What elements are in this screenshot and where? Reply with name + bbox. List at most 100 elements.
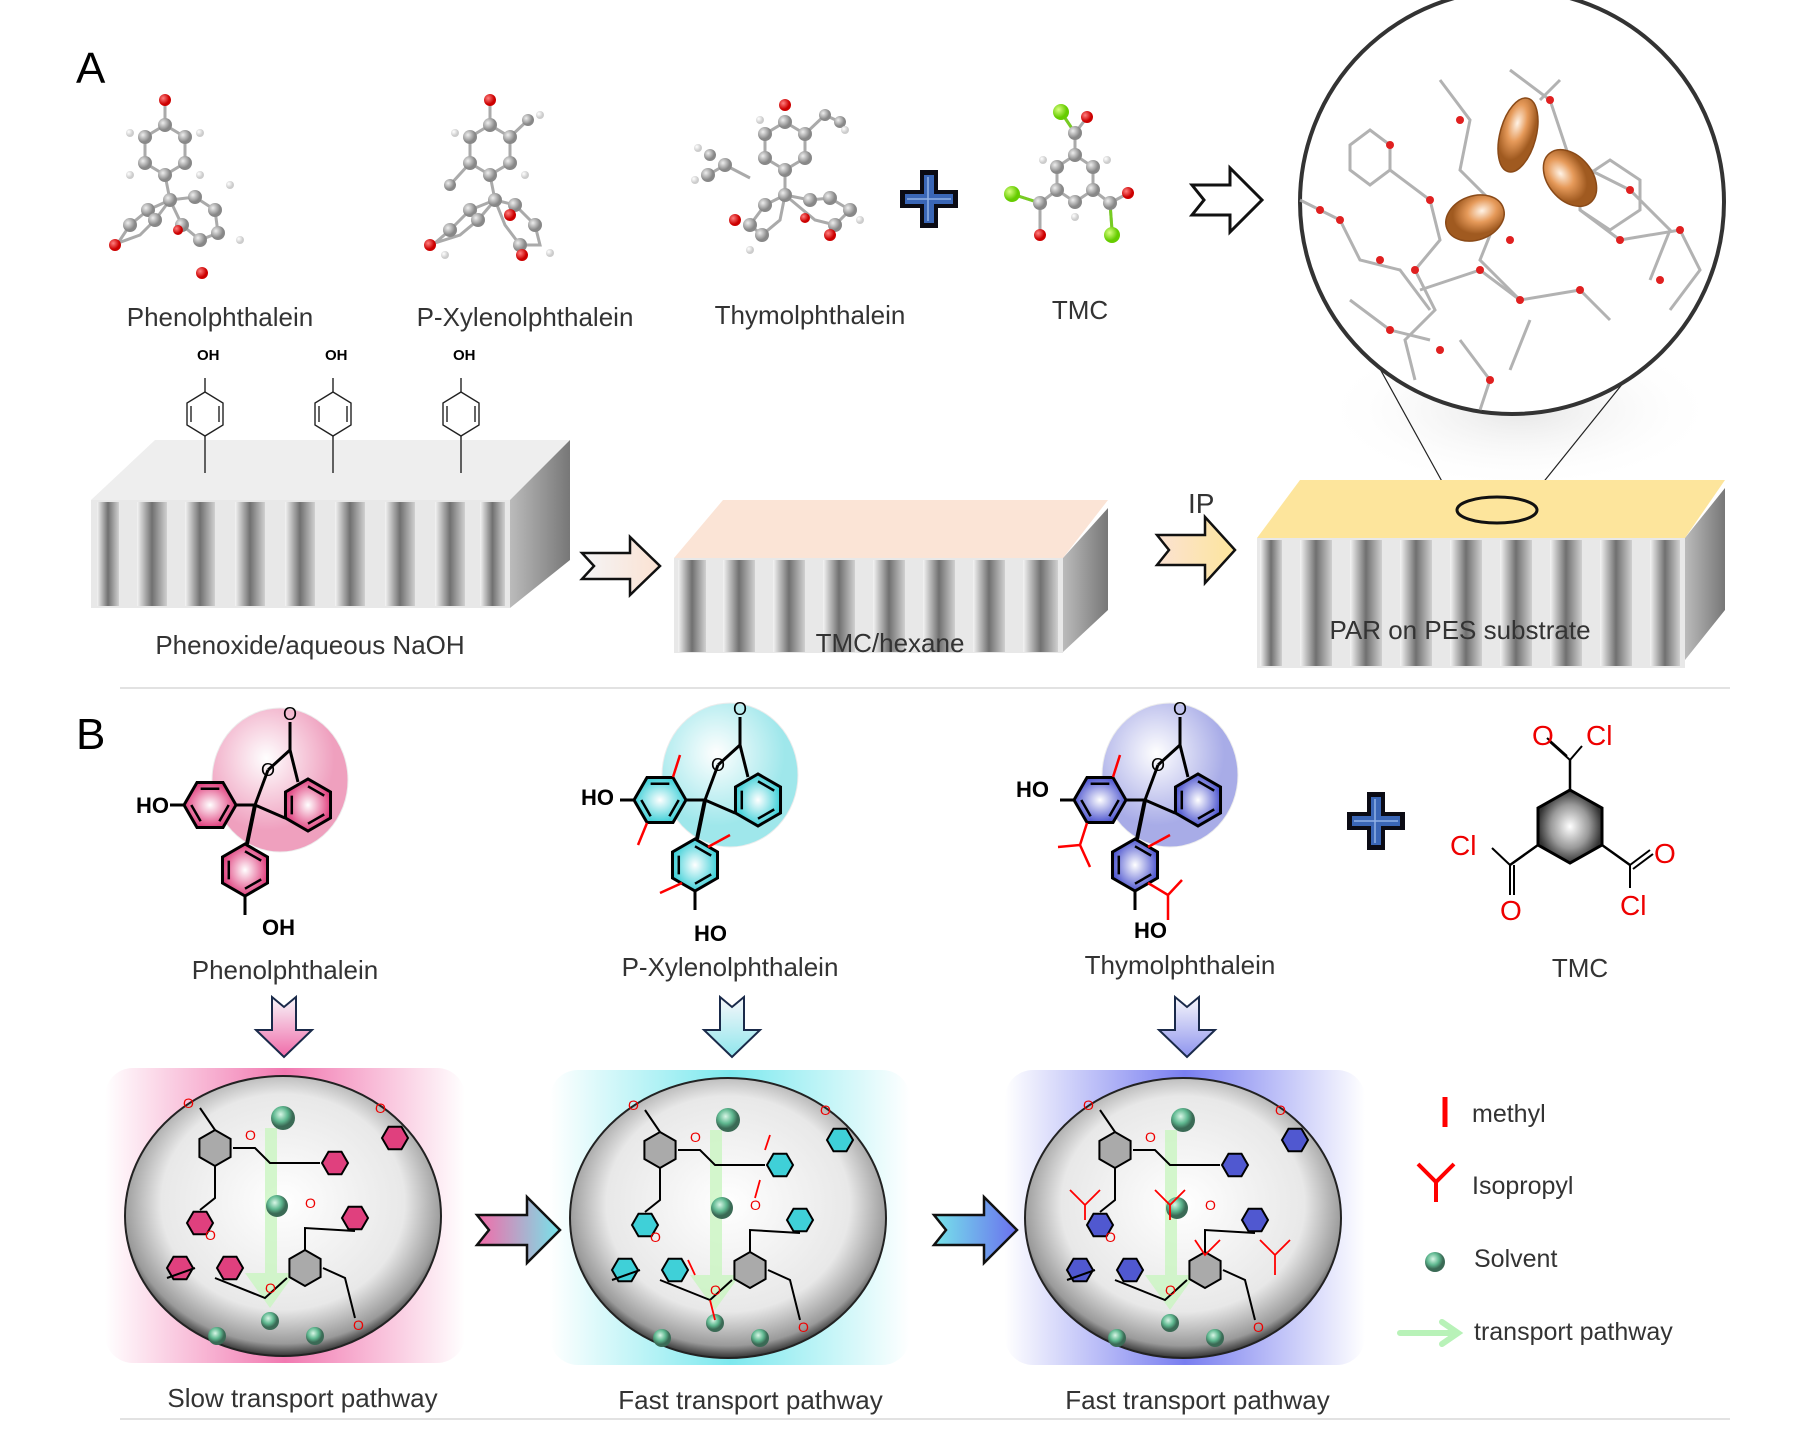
tmc-o-label: O <box>1500 895 1522 926</box>
substrate-label-phenoxide: Phenoxide/aqueous NaOH <box>155 630 465 660</box>
solvent-sphere <box>706 1314 724 1332</box>
phthalein-ring <box>785 1207 815 1233</box>
phthalein-ring <box>185 1210 215 1236</box>
legend-label-isopropyl: Isopropyl <box>1472 1172 1574 1200</box>
solvent-sphere <box>653 1329 671 1347</box>
lactone-o: O <box>261 760 275 780</box>
phthalein-ring <box>1115 1257 1145 1283</box>
phenolphthalein-3d-model <box>109 94 244 279</box>
substrate-label-tmc-hexane: TMC/hexane <box>815 628 965 658</box>
svg-text:O: O <box>628 1097 639 1113</box>
process-arrow-ip <box>1154 513 1237 587</box>
legend-label-transport: transport pathway <box>1474 1318 1673 1346</box>
comparison-arrow-1 <box>474 1193 562 1267</box>
methyl-group <box>671 754 682 778</box>
tmc-o-label: O <box>1532 720 1554 751</box>
methyl-group <box>1111 754 1122 778</box>
tmc-ring <box>288 1248 322 1288</box>
phthalein-ring <box>610 1257 640 1283</box>
highlight-circle <box>661 702 799 848</box>
monomer-label-p-xylenolphthalein: P-Xylenolphthalein <box>621 952 839 982</box>
svg-text:O: O <box>1145 1129 1156 1145</box>
down-arrow-shape <box>253 994 315 1059</box>
phenol-oh-label: OH <box>453 347 476 364</box>
isopropyl-group <box>1057 822 1092 868</box>
monomer-label-phenolphthalein: Phenolphthalein <box>191 955 379 985</box>
tmc-ring <box>643 1130 677 1170</box>
phthalein-ring <box>1240 1207 1270 1233</box>
svg-text:O: O <box>1205 1197 1216 1213</box>
isopropyl-group <box>1147 879 1183 920</box>
down-arrow-pink <box>253 994 315 1059</box>
svg-text:O: O <box>183 1095 194 1111</box>
methyl-group <box>659 881 683 895</box>
substrate-label-par-pes: PAR on PES substrate <box>1329 615 1591 645</box>
svg-text:O: O <box>1083 1097 1094 1113</box>
carbonyl-o: O <box>1173 699 1187 719</box>
svg-text:O: O <box>820 1102 831 1118</box>
thymolphthalein-structure: OO <box>1057 699 1239 920</box>
ho-label: HO <box>581 785 614 810</box>
ip-label: IP <box>1188 488 1215 519</box>
svg-text:O: O <box>205 1227 216 1243</box>
ho-label: HO <box>694 921 727 946</box>
svg-text:O: O <box>1165 1282 1176 1298</box>
svg-text:O: O <box>1105 1229 1116 1245</box>
svg-text:O: O <box>798 1319 809 1335</box>
phenol-oh-label: OH <box>197 347 220 364</box>
svg-text:O: O <box>245 1127 256 1143</box>
molecule-label-thymolphthalein: Thymolphthalein <box>714 300 906 330</box>
methyl-group <box>707 833 731 849</box>
monomer-label-thymolphthalein: Thymolphthalein <box>1084 950 1276 980</box>
phthalein-ring <box>1065 1257 1095 1283</box>
solvent-sphere <box>1161 1314 1179 1332</box>
isopropyl-y-icon <box>1416 1162 1456 1202</box>
down-arrow-blue <box>1156 994 1218 1059</box>
phthalein-ring <box>630 1212 660 1238</box>
phthalein-ring <box>165 1255 195 1281</box>
ho-label: HO <box>1134 918 1167 943</box>
transport-pathway-arrow <box>690 1130 740 1310</box>
p-xylenolphthalein-structure: OO <box>620 699 799 910</box>
pathway-label-fast-2: Fast transport pathway <box>1065 1385 1330 1415</box>
lactone-o: O <box>1151 755 1165 775</box>
tmc-3d-model <box>1004 104 1134 243</box>
solvent-sphere <box>261 1312 279 1330</box>
solvent-sphere-icon <box>1425 1252 1445 1272</box>
methyl-group <box>636 822 649 846</box>
transport-arrow-icon <box>1397 1319 1464 1347</box>
substrate-tmc-hexane <box>674 500 1108 653</box>
methyl-group <box>1147 833 1171 849</box>
molecule-label-phenolphthalein: Phenolphthalein <box>126 302 314 332</box>
svg-text:O: O <box>690 1129 701 1145</box>
monomer-label-tmc: TMC <box>1551 953 1609 983</box>
solvent-sphere <box>711 1197 733 1219</box>
pathway-label-fast-1: Fast transport pathway <box>618 1385 883 1415</box>
solvent-sphere <box>306 1327 324 1345</box>
methyl-line-icon <box>1442 1097 1448 1127</box>
substrate-par-on-pes <box>1257 480 1725 668</box>
tmc-ring <box>733 1250 767 1290</box>
phenol-oh-label: OH <box>325 347 348 364</box>
molecule-label-p-xylenolphthalein: P-Xylenolphthalein <box>416 302 634 332</box>
svg-text:O: O <box>353 1317 364 1333</box>
oh-label: OH <box>262 915 295 940</box>
polymer-network <box>165 1107 410 1319</box>
solvent-sphere <box>716 1108 740 1132</box>
plus-icon <box>900 170 958 228</box>
highlight-circle <box>211 707 349 853</box>
highlight-circle <box>1101 702 1239 848</box>
solvent-sphere <box>1171 1108 1195 1132</box>
phthalein-ring <box>765 1152 795 1178</box>
phthalein-ring <box>320 1150 350 1176</box>
methyl-groups <box>687 1134 771 1321</box>
lactone-o: O <box>711 755 725 775</box>
carbonyl-o: O <box>733 699 747 719</box>
polymer-network <box>1065 1109 1310 1321</box>
svg-text:O: O <box>265 1280 276 1296</box>
svg-text:O: O <box>305 1195 316 1211</box>
